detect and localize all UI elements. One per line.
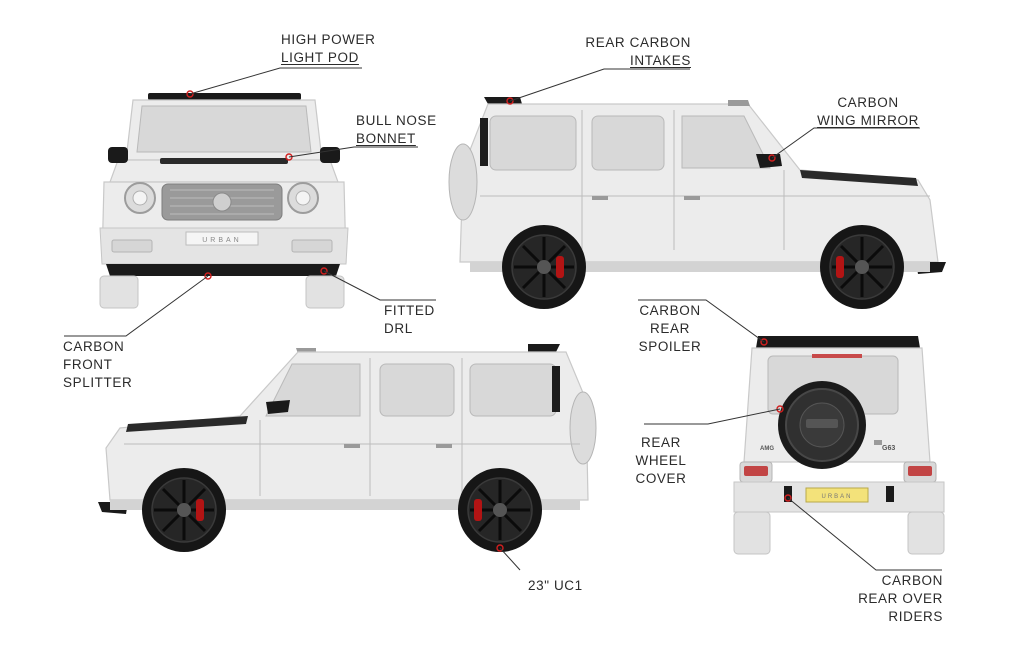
side-right-front-wheel	[820, 225, 904, 309]
label-rear-wheel-cover: REAR WHEEL COVER	[635, 435, 687, 486]
front-view-vehicle: URBAN	[99, 90, 349, 309]
leader-carbon-rear-spoiler	[638, 299, 765, 343]
label-carbon-front-splitter: CARBON FRONT SPLITTER	[63, 339, 133, 390]
svg-text:URBAN: URBAN	[202, 237, 242, 244]
bonnet-vent	[160, 158, 288, 164]
rear-intake-spoiler	[484, 97, 522, 104]
leader-carbon-front-splitter	[64, 275, 209, 337]
side-left-rear-wheel	[458, 468, 542, 552]
side-spare-wheel	[448, 143, 478, 221]
label-bull-nose-bonnet: BULL NOSE BONNET	[356, 113, 437, 146]
leader-rear-carbon-intakes	[509, 68, 690, 102]
label-carbon-rear-spoiler: CARBON REAR SPOILER	[638, 303, 702, 354]
leader-carbon-rear-over-riders	[787, 497, 942, 571]
front-splitter	[106, 264, 340, 276]
leader-wheel-size	[499, 547, 521, 571]
leader-light-pod	[189, 67, 362, 95]
leader-carbon-wing-mirror	[771, 127, 920, 159]
front-plate	[185, 231, 259, 246]
side-left-mirror	[266, 400, 290, 414]
side-left-spare-wheel	[569, 391, 597, 465]
rear-view-vehicle: AMG G63 URBAN	[733, 336, 945, 555]
light-pod	[148, 93, 301, 100]
side-view-right-vehicle	[448, 97, 946, 309]
model-badge: G63	[882, 445, 895, 452]
svg-text:URBAN: URBAN	[821, 494, 852, 500]
rear-left-over-rider	[784, 486, 792, 502]
label-wheel-size: 23" UC1	[528, 578, 583, 593]
label-fitted-drl: FITTED DRL	[384, 303, 435, 336]
rear-right-over-rider	[886, 486, 894, 502]
rear-plate	[805, 487, 869, 503]
leader-fitted-drl	[323, 270, 436, 301]
leader-lines	[64, 67, 942, 571]
label-carbon-wing-mirror: CARBON WING MIRROR	[817, 95, 919, 128]
brand-badge: AMG	[760, 446, 774, 452]
leader-rear-wheel-cover	[644, 408, 781, 425]
side-view-left-vehicle	[98, 344, 597, 552]
side-left-front-wheel	[142, 468, 226, 552]
front-left-mirror	[108, 147, 128, 163]
rear-wheel-cover	[778, 381, 866, 469]
side-right-rear-wheel	[502, 225, 586, 309]
label-carbon-rear-over-riders: CARBON REAR OVER RIDERS	[858, 573, 943, 624]
leader-bull-nose-bonnet	[288, 146, 418, 158]
label-rear-carbon-intakes: REAR CARBON INTAKES	[585, 35, 691, 68]
label-high-power-light-pod: HIGH POWER LIGHT POD	[281, 32, 376, 65]
rear-spoiler	[756, 336, 920, 348]
